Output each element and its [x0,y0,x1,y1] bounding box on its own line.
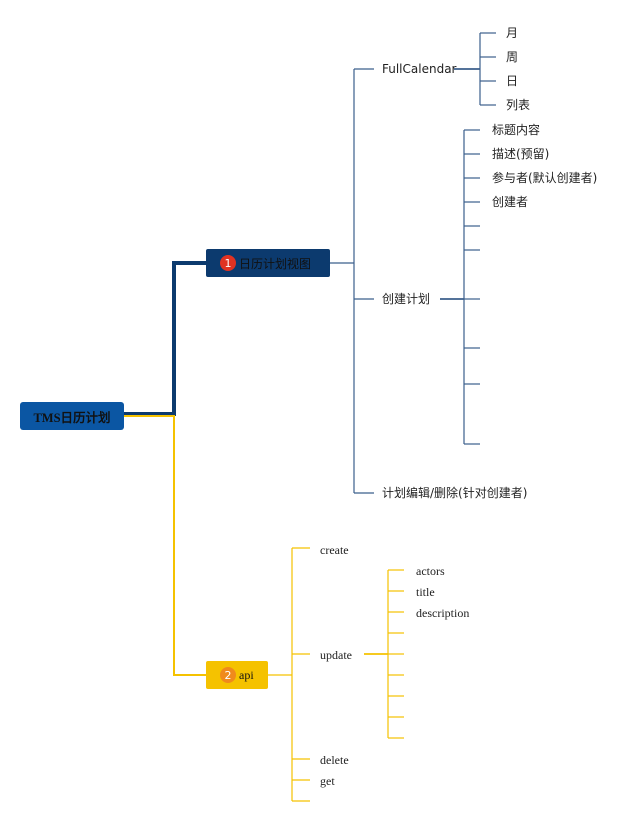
root-node-label: TMS日历计划 [33,410,111,425]
root-connectors [124,261,206,676]
node-description-reserved[interactable]: 描述(预留) [492,147,550,161]
branch-calendar-view[interactable]: 1 日历计划视图 [206,249,330,277]
branch-api-label: api [239,667,254,682]
view-connectors [330,32,496,494]
root-node[interactable]: TMS日历计划 [20,402,124,430]
node-api-update[interactable]: update [320,648,352,662]
branch-api[interactable]: 2 api [206,661,268,689]
node-create-plan[interactable]: 创建计划 [382,292,431,306]
node-participants[interactable]: 参与者(默认创建者) [492,171,598,185]
branch-calendar-view-label: 日历计划视图 [239,256,312,271]
api-connectors [268,547,404,802]
node-week[interactable]: 周 [506,50,519,64]
node-day[interactable]: 日 [506,74,519,88]
node-month[interactable]: 月 [506,26,519,40]
node-creator[interactable]: 创建者 [492,195,529,209]
node-api-create[interactable]: create [320,543,349,557]
node-edit-delete-plan[interactable]: 计划编辑/删除(针对创建者) [382,486,528,500]
node-api-delete[interactable]: delete [320,753,349,767]
connector-root-api [124,415,206,676]
node-api-get[interactable]: get [320,774,335,788]
node-update-actors[interactable]: actors [416,564,445,578]
node-fullcalendar[interactable]: FullCalendar [382,62,457,76]
connector-root-view [124,261,206,416]
priority-badge-1: 1 [220,255,236,271]
node-update-description[interactable]: description [416,606,470,620]
priority-badge-2: 2 [220,667,236,683]
node-update-title[interactable]: title [416,585,435,599]
node-list[interactable]: 列表 [506,98,531,112]
node-title-content[interactable]: 标题内容 [492,123,541,137]
